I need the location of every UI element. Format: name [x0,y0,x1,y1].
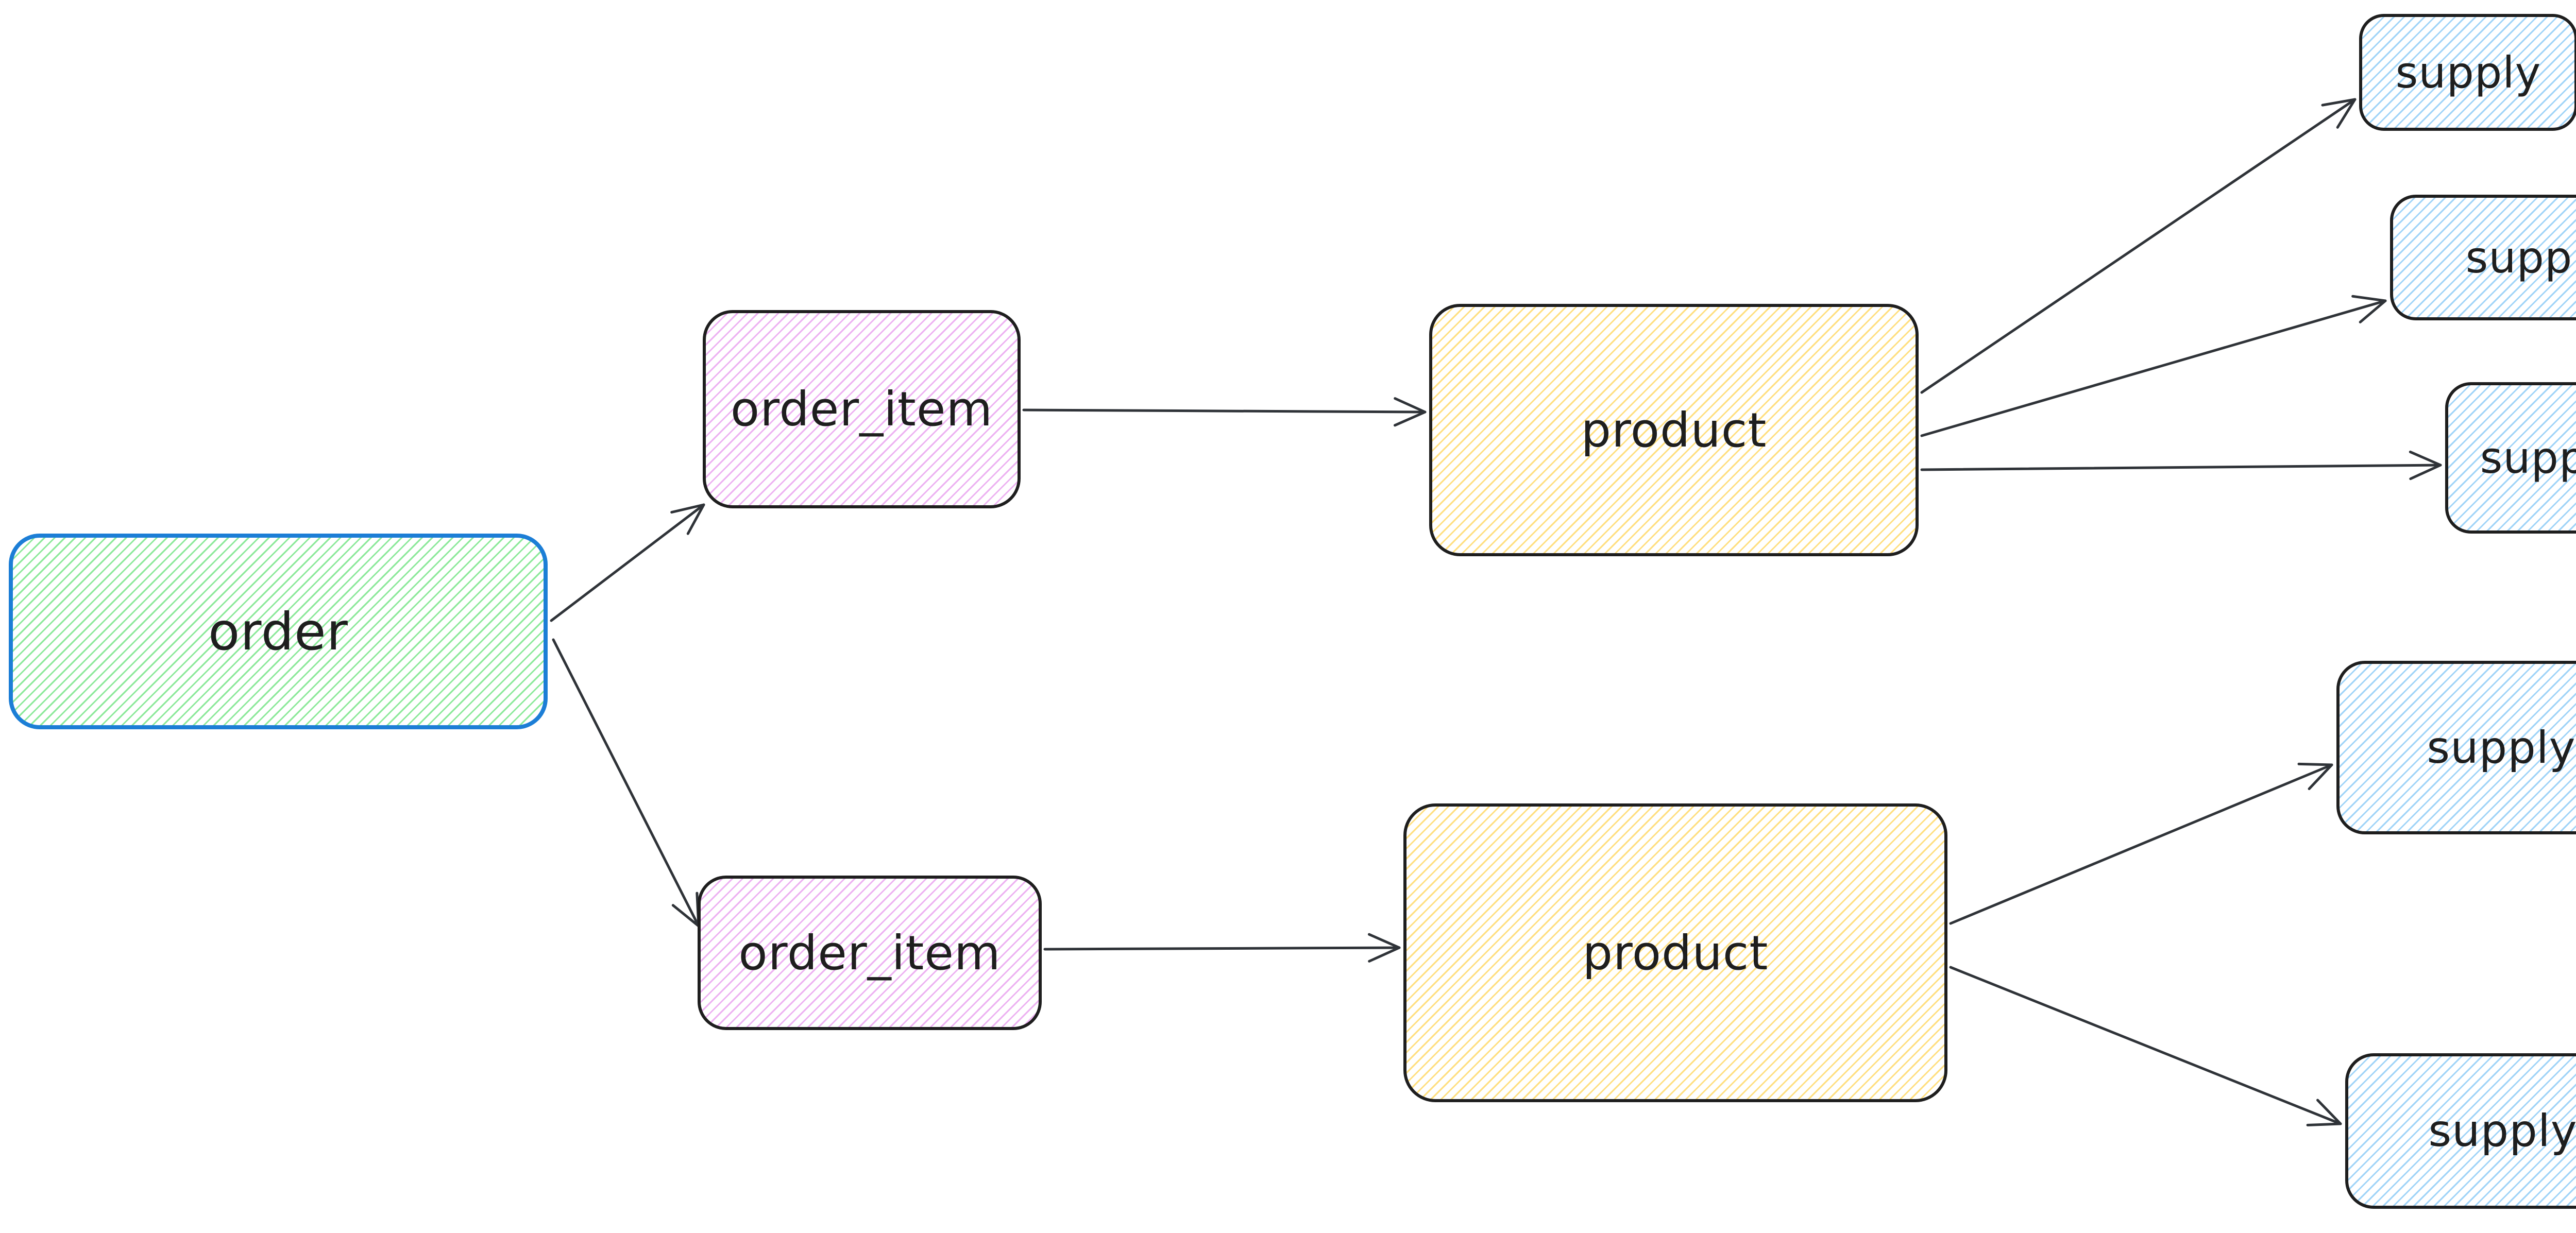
node-label: supply [2480,433,2576,483]
edge-order-order-item-2[interactable] [552,638,700,928]
node-supply-2[interactable]: supply [2390,195,2576,320]
node-label: order [208,601,348,662]
node-label: supply [2395,47,2541,98]
node-label: supply [2428,1105,2576,1157]
node-supply-4[interactable]: supply [2336,661,2576,834]
edge-order-order-item-1[interactable] [550,503,705,622]
node-label: order_item [738,925,1001,981]
edge-product-1-supply-2[interactable] [1920,295,2387,437]
node-supply-5[interactable]: supply [2345,1053,2576,1209]
edge-product-1-supply-3[interactable] [1920,450,2442,481]
edge-product-2-supply-4[interactable] [1949,762,2333,925]
node-label: product [1582,925,1769,981]
node-product-2[interactable]: product [1403,803,1947,1102]
node-order-item-2[interactable]: order_item [698,876,1042,1030]
node-label: supply [2465,232,2576,283]
node-order[interactable]: order [9,534,548,729]
edge-order-item-2-product-2[interactable] [1043,933,1401,963]
node-label: product [1581,402,1767,458]
node-label: order_item [730,382,993,437]
node-supply-1[interactable]: supply [2359,14,2576,131]
edge-product-1-supply-1[interactable] [1920,98,2357,394]
edge-product-2-supply-5[interactable] [1949,966,2342,1126]
node-supply-3[interactable]: supply [2445,382,2576,534]
node-label: supply [2427,722,2576,774]
node-order-item-1[interactable]: order_item [703,310,1021,508]
node-product-1[interactable]: product [1429,304,1919,556]
edge-order-item-1-product-1[interactable] [1022,397,1427,427]
